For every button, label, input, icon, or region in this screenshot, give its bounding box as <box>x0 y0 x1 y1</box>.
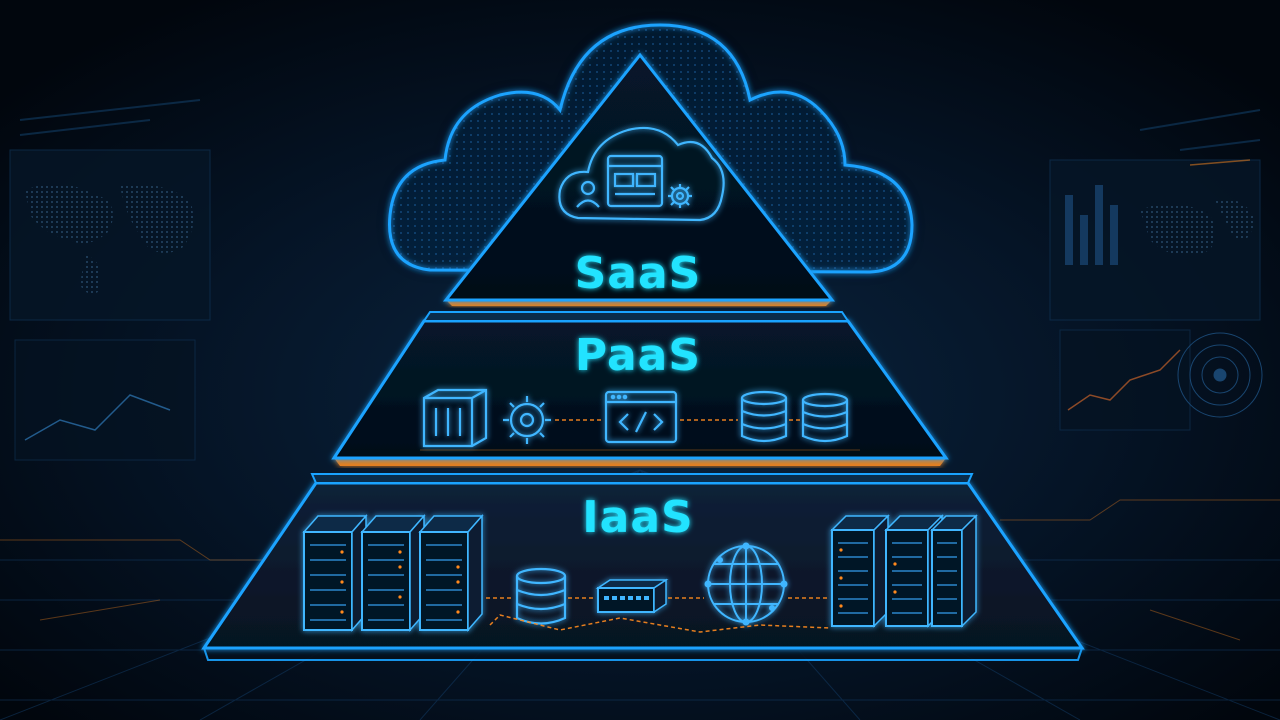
user-icon <box>576 180 600 208</box>
radar-icon <box>1177 332 1263 418</box>
tier-saas <box>442 52 836 306</box>
iaas-connectors <box>486 597 831 633</box>
gear-icon <box>503 396 551 444</box>
world-map-icon <box>25 183 194 294</box>
server-rack-icon <box>360 514 426 632</box>
database-icon <box>515 567 567 625</box>
server-rack-icon <box>302 514 368 632</box>
background-orange-traces <box>0 499 1280 641</box>
background-right-panels <box>1049 109 1263 431</box>
tier-label-saas: SaaS <box>575 248 702 299</box>
database-icon <box>801 392 849 443</box>
bar-graph-icon <box>1065 185 1118 265</box>
gear-icon <box>668 184 692 208</box>
globe-icon <box>704 542 788 626</box>
browser-window-icon <box>606 154 664 208</box>
world-map-icon <box>1140 199 1255 256</box>
code-window-icon <box>604 390 678 444</box>
server-rack-icon <box>930 514 978 628</box>
tier-label-iaas: IaaS <box>582 492 693 543</box>
paas-icon-group <box>422 388 849 448</box>
server-rack-icon <box>418 514 484 632</box>
network-switch-icon <box>595 578 669 614</box>
saas-icon-group <box>558 126 725 222</box>
iaas-icon-group <box>302 514 978 632</box>
tier-label-paas: PaaS <box>575 330 701 381</box>
database-icon <box>740 390 788 443</box>
container-box-icon <box>422 388 488 448</box>
server-rack-icon <box>830 514 890 628</box>
cloud-icon <box>558 126 725 222</box>
background-left-panels <box>9 99 211 461</box>
